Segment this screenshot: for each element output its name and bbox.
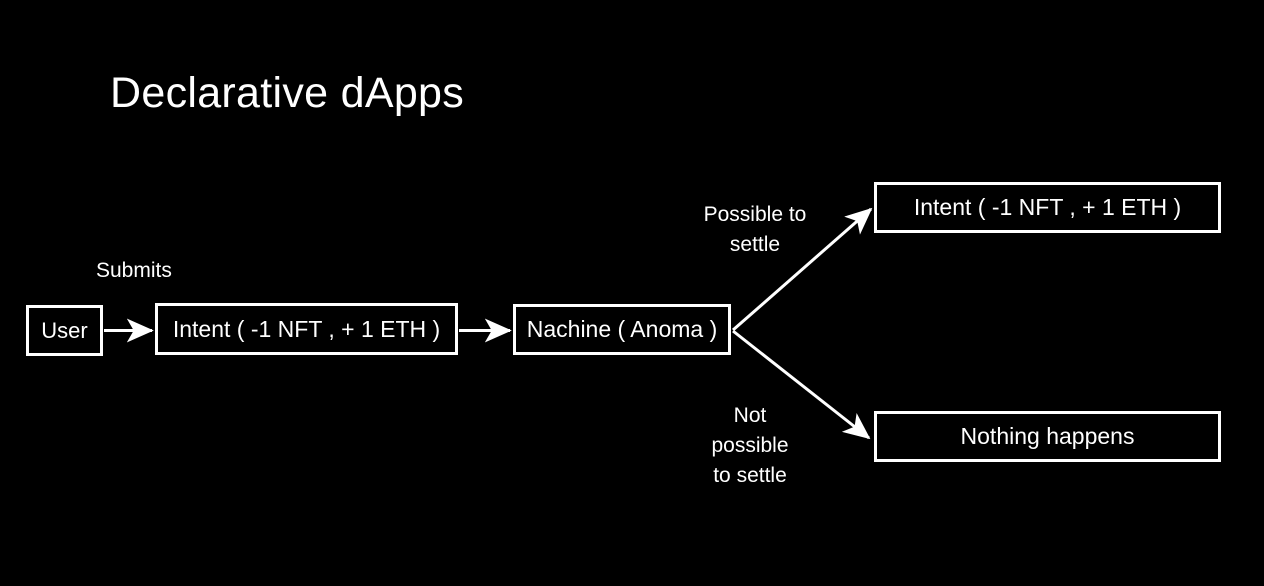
node-intent-input[interactable]: Intent ( -1 NFT , + 1 ETH ) bbox=[155, 303, 458, 355]
edge-label-submits: Submits bbox=[96, 259, 172, 282]
edge-label-possible-line-1: Possible to bbox=[703, 203, 807, 226]
page-title: Declarative dApps bbox=[110, 69, 465, 117]
node-nothing-happens-label: Nothing happens bbox=[960, 423, 1135, 450]
edge-label-not-possible-line-1: Not bbox=[733, 404, 767, 427]
node-user[interactable]: User bbox=[26, 305, 103, 356]
edge-label-not-possible-line-2: possible bbox=[711, 433, 789, 457]
node-intent-settled[interactable]: Intent ( -1 NFT , + 1 ETH ) bbox=[874, 182, 1221, 233]
node-intent-input-label: Intent ( -1 NFT , + 1 ETH ) bbox=[172, 315, 441, 342]
edge-label-possible-to-settle: Possible to settle bbox=[672, 200, 838, 260]
node-user-label: User bbox=[41, 317, 88, 343]
node-machine-anoma[interactable]: Nachine ( Anoma ) bbox=[513, 304, 731, 355]
node-machine-anoma-label: Nachine ( Anoma ) bbox=[526, 316, 718, 343]
edge-label-not-possible-to-settle: Not possible to settle bbox=[680, 401, 820, 490]
edge-label-possible-line-2: settle bbox=[729, 232, 781, 256]
node-intent-settled-label: Intent ( -1 NFT , + 1 ETH ) bbox=[913, 194, 1182, 221]
edge-label-not-possible-line-3: to settle bbox=[713, 463, 787, 487]
node-nothing-happens[interactable]: Nothing happens bbox=[874, 411, 1221, 462]
